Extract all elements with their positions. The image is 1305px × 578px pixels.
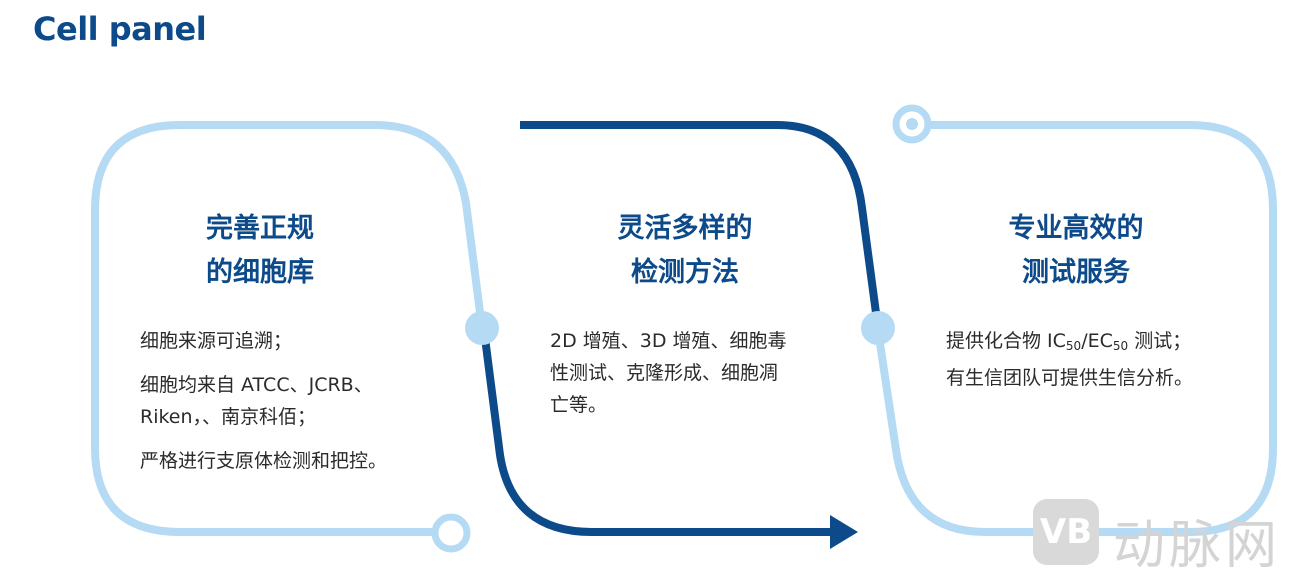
panel-test-service: 专业高效的 测试服务 提供化合物 IC50/EC50 测试； 有生信团队可提供生… [946, 207, 1246, 394]
flow-arrowhead [830, 515, 858, 549]
panel-3-ec-sub: 50 [1112, 339, 1129, 353]
panel-test-methods: 灵活多样的 检测方法 2D 增殖、3D 增殖、细胞毒 性测试、克隆形成、细胞凋 … [550, 207, 830, 421]
panel-1-line-3: Riken，、南京科佰； [140, 406, 317, 428]
watermark: VB 动脉网 [1033, 499, 1305, 576]
panel-3-heading: 专业高效的 测试服务 [946, 207, 1206, 295]
panel-3-outline [874, 121, 1277, 536]
panel-2-heading-line-1: 灵活多样的 [617, 213, 753, 244]
panel-1-line-2: 细胞均来自 ATCC、JCRB、 [140, 374, 373, 396]
panel-3-heading-line-2: 测试服务 [1022, 257, 1130, 288]
connector-dot-top-right-inner [906, 118, 918, 130]
junction-dot-left [465, 311, 499, 345]
watermark-logo-text: VB [1039, 512, 1093, 552]
panel-1-outline [91, 121, 486, 536]
panel-3-line-2: 有生信团队可提供生信分析。 [946, 367, 1194, 389]
panel-3-line-1: 提供化合物 IC50/EC50 测试； [946, 325, 1246, 362]
panel-3-heading-line-1: 专业高效的 [1008, 213, 1144, 244]
panel-2-line-3: 亡等。 [550, 394, 608, 416]
junction-dot-right [861, 311, 895, 345]
panel-3-ic-sub: 50 [1065, 339, 1082, 353]
panel-3-ec-prefix: /EC [1081, 330, 1113, 352]
panel-2-heading-line-2: 检测方法 [631, 257, 739, 288]
connector-dot-bottom-left [431, 513, 471, 553]
panel-2-line-2: 性测试、克隆形成、细胞凋 [550, 362, 779, 384]
watermark-text: 动脉网 [1113, 516, 1282, 576]
panel-2-outline-lower [480, 329, 838, 536]
panel-1-heading-line-1: 完善正规 [206, 213, 314, 244]
panel-2-line-1: 2D 增殖、3D 增殖、细胞毒 [550, 330, 787, 352]
page-title: Cell panel [33, 10, 207, 48]
panel-1-line-4: 严格进行支原体检测和把控。 [140, 450, 388, 472]
panel-1-heading-line-2: 的细胞库 [206, 257, 314, 288]
panel-2-heading: 灵活多样的 检测方法 [550, 207, 820, 295]
panel-cell-library: 完善正规 的细胞库 细胞来源可追溯； 细胞均来自 ATCC、JCRB、 Rike… [140, 207, 460, 477]
panel-1-heading: 完善正规 的细胞库 [140, 207, 380, 295]
panel-3-ic-suffix: 测试； [1128, 330, 1192, 352]
panel-2-outline [520, 121, 882, 329]
watermark-logo-icon: VB [1033, 499, 1099, 565]
panel-1-line-1: 细胞来源可追溯； [140, 330, 293, 352]
panel-3-ic-prefix: 提供化合物 IC [946, 330, 1066, 352]
